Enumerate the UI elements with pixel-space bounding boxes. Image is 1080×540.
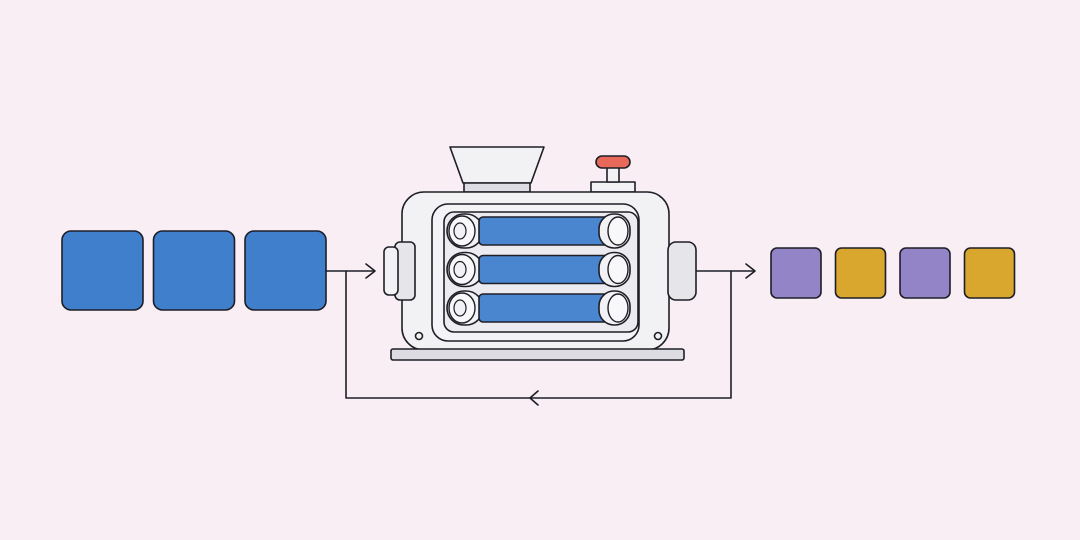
output-block-4 [963, 247, 1016, 299]
roller-machine [383, 146, 697, 361]
arrow-left-icon [529, 390, 539, 406]
recycle-loop-line [345, 270, 732, 399]
machine-base [390, 348, 685, 361]
arrow-right-icon [745, 263, 756, 279]
input-block-1 [61, 230, 144, 311]
input-block-2 [152, 230, 236, 311]
left-side-cap [383, 241, 416, 301]
roller-icon [446, 251, 631, 288]
arrow-right-icon [365, 263, 376, 279]
input-blocks [61, 230, 327, 311]
flow-lines [325, 263, 756, 406]
hopper-icon [449, 146, 545, 193]
roller-icon [446, 213, 631, 249]
rollers [446, 213, 631, 326]
output-block-2 [834, 247, 887, 299]
knob-icon [590, 155, 636, 193]
output-blocks [770, 247, 1016, 299]
input-block-3 [244, 230, 327, 311]
bolt [653, 331, 663, 341]
roller-icon [446, 290, 631, 326]
bolt [414, 331, 424, 341]
output-block-3 [899, 247, 951, 299]
right-side-cap [667, 241, 697, 301]
output-block-1 [770, 247, 822, 299]
